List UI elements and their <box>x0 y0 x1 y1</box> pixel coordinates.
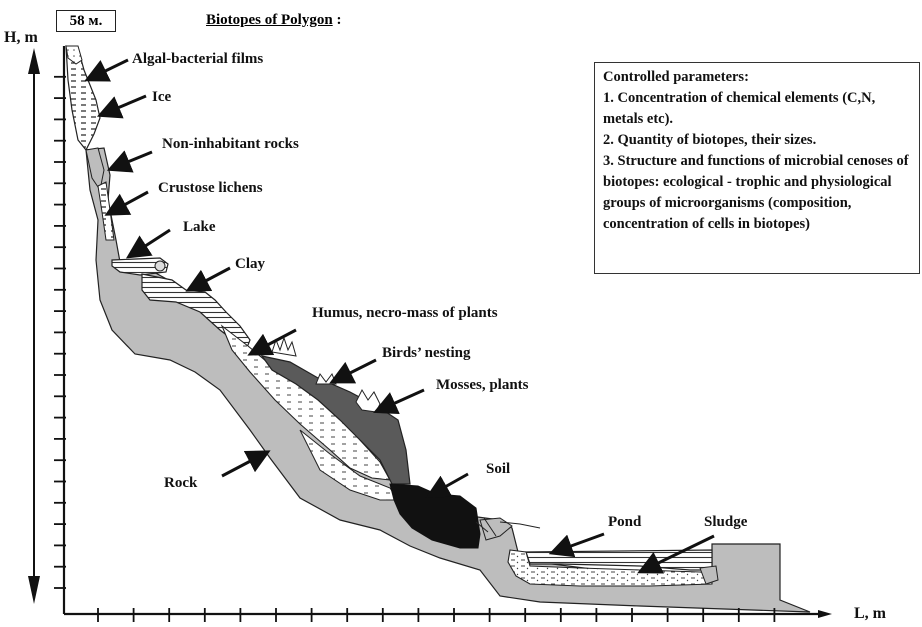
label-sludge: Sludge <box>704 515 747 530</box>
arrow-pond <box>560 534 604 550</box>
controlled-parameters-box: Controlled parameters: 1. Concentration … <box>594 62 920 274</box>
arrow-crustose <box>115 192 148 210</box>
label-clay: Clay <box>235 257 265 272</box>
label-birds-nesting: Birds’ nesting <box>382 346 470 361</box>
arrow-birds <box>340 360 376 378</box>
ice-region <box>66 46 100 150</box>
arrow-clay <box>196 268 230 286</box>
label-crustose-lichens: Crustose lichens <box>158 181 263 196</box>
label-rock: Rock <box>164 476 197 491</box>
arrow-lake <box>136 230 170 252</box>
label-soil: Soil <box>486 462 510 477</box>
label-algal-bacterial-films: Algal-bacterial films <box>132 52 263 67</box>
arrow-soil <box>436 474 468 492</box>
diagram-title-suffix: : <box>333 12 342 28</box>
arrow-rock <box>222 456 260 476</box>
arrow-ice <box>108 96 146 112</box>
lake-stone <box>155 261 165 271</box>
parameters-heading: Controlled parameters: <box>603 67 913 88</box>
arrow-non-inhabitant <box>118 152 152 166</box>
x-axis-arrowhead <box>818 610 832 618</box>
parameter-item-1: 1. Concentration of chemical elements (C… <box>603 88 913 130</box>
height-arrow-down <box>28 576 40 604</box>
height-arrow-up <box>28 48 40 74</box>
parameter-item-3: 3. Structure and functions of microbial … <box>603 151 913 235</box>
diagram-title-text: Biotopes of Polygon <box>206 12 333 28</box>
label-lake: Lake <box>183 220 216 235</box>
label-humus: Humus, necro-mass of plants <box>312 306 498 321</box>
label-pond: Pond <box>608 515 641 530</box>
x-axis-label: L, m <box>854 606 886 622</box>
birds-nesting-tuft <box>316 374 336 384</box>
label-ice: Ice <box>152 90 171 105</box>
label-non-inhabitant-rocks: Non-inhabitant rocks <box>162 137 299 152</box>
parameter-item-2: 2. Quantity of biotopes, their sizes. <box>603 130 913 151</box>
y-axis-label: H, m <box>4 30 38 46</box>
arrow-mosses <box>384 390 424 408</box>
diagram-title: Biotopes of Polygon : <box>206 12 341 29</box>
label-mosses-plants: Mosses, plants <box>436 378 529 393</box>
height-mark-box: 58 м. <box>56 10 116 32</box>
arrow-algal <box>95 60 128 76</box>
